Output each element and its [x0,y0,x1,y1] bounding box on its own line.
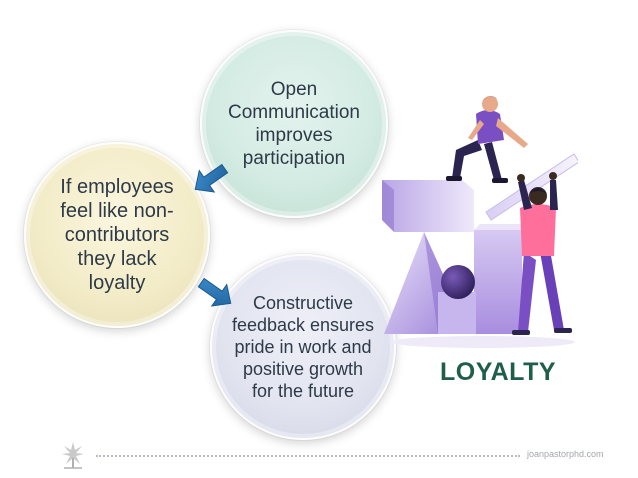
circle-non-contributors: If employees feel like non- contributors… [24,142,210,328]
circle-constructive-feedback: Constructive feedback ensures pride in w… [210,254,396,440]
circle-open-communication-text: Open Communication improves participatio… [228,79,360,169]
circle-non-contributors-text: If employees feel like non- contributors… [60,176,174,294]
loyalty-title: LOYALTY [440,358,557,386]
footer-logo-icon [62,442,84,469]
footer-website: joanpastorphd.com [527,449,604,459]
arrow-down-right-icon [197,277,232,307]
teamwork-illustration [382,96,578,348]
footer-divider [96,455,520,457]
arrow-down-left-icon [194,163,229,193]
circle-open-communication: Open Communication improves participatio… [200,30,388,218]
circle-constructive-feedback-text: Constructive feedback ensures pride in w… [231,293,375,401]
